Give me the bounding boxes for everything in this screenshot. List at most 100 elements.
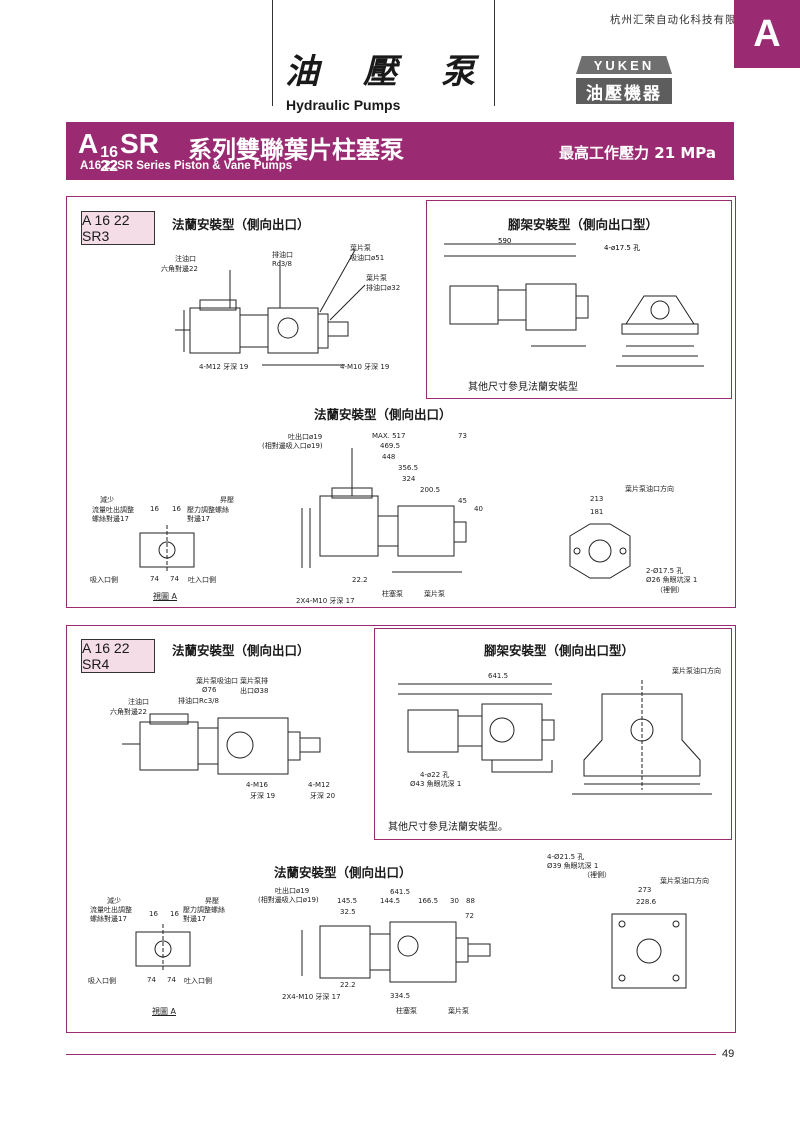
view-label: 吸入口側 [90,576,118,584]
banner-title-en: A16 22SR Series Piston & Vane Pumps [80,160,293,172]
view-label: 昇壓 [205,897,219,905]
callout: 出口Ø38 [240,687,269,695]
flange2-drawing-sr4 [301,921,491,983]
dim-label: 30 [450,897,459,905]
view-label: 減少 [100,496,114,504]
callout: 葉片泵 [350,244,371,252]
flange-face-sr4 [611,913,687,989]
dim-label: （裡側） [656,586,684,594]
dim-label: 葉片泵油口方向 [660,877,709,885]
title-char: 壓 [363,52,397,92]
dim-label: 88 [466,897,475,905]
view-a-label-sr3: 視圖 A [153,592,178,601]
page-title-en: Hydraulic Pumps [286,97,401,113]
view-label: 吐入口側 [184,977,212,985]
dim-label: 72 [465,912,474,920]
foot-title-sr4: 腳架安裝型（側向出口型） [484,643,635,658]
dim-label: 4-ø22 孔 [420,771,450,779]
view-label: 流量吐出調整 [92,506,134,514]
dim-label: 柱塞泵 [396,1007,417,1015]
dim-label: 22.2 [340,981,356,989]
dim-label: 448 [382,453,396,461]
callout: 4-M16 [246,781,268,789]
view-label: 74 [170,575,179,583]
dim-label: 4-Ø21.5 孔 [547,853,585,861]
view-label: 螺絲對邊17 [90,915,127,923]
dim-label: 641.5 [488,672,509,680]
logo-top-text: YUKEN [576,56,672,74]
dim-label: 45 [458,497,467,505]
section-tab: A [734,0,800,68]
foot-mount-panel-sr3 [426,200,732,399]
dim-label: Ø26 魚眼坑深 1 [646,576,698,584]
dim-label: 200.5 [420,486,441,494]
callout: 牙深 19 [250,792,276,800]
dim-label: 2-Ø17.5 孔 [646,567,684,575]
flange-drawing-sr3 [175,249,366,366]
page-number: 49 [722,1048,735,1060]
dim-label: 葉片泵 [448,1007,469,1015]
dim-label: 22.2 [352,576,368,584]
callout: 注油口 [128,698,149,706]
view-label: 螺絲對邊17 [92,515,129,523]
page-title-zh: 油 壓 泵 [285,44,475,93]
dim-label: 吐出口ø19 [288,433,323,441]
view-label: 74 [150,575,159,583]
dim-label: 469.5 [380,442,401,450]
dim-label: 葉片泵油口方向 [625,485,674,493]
view-label: 吸入口側 [88,977,116,985]
footer-line [66,1054,716,1055]
flange2-title-sr4: 法蘭安裝型（側向出口） [274,865,412,880]
foot-note-sr4: 其他尺寸參見法蘭安裝型。 [388,822,508,833]
dim-label: 145.5 [337,897,358,905]
callout: 六角對邊22 [110,708,147,716]
view-label: 16 [170,910,179,918]
dim-label: 2X4-M10 牙深 17 [296,597,355,605]
dim-label: 葉片泵油口方向 [672,667,721,675]
foot-drawing-sr3: 590 4-ø17.5 孔 [444,237,704,367]
view-label: 吐入口側 [188,576,216,584]
dim-label: 334.5 [390,992,411,1000]
max-pressure: 最高工作壓力 21 MPa [559,144,716,162]
dim-label: Ø39 魚眼坑深 1 [547,862,599,870]
dim-label: 166.5 [418,897,439,905]
view-label: 減少 [107,897,121,905]
callout: 葉片泵 [366,274,387,282]
dim-label: 73 [458,432,467,440]
foot-mount-panel-sr4 [374,628,732,840]
dim-label: 2X4-M10 牙深 17 [282,993,341,1001]
dim-label: 40 [474,505,483,513]
company-name: 杭州汇荣自动化科技有限公司 [610,14,760,26]
svg-text:590: 590 [498,237,511,245]
dim-label: 144.5 [380,897,401,905]
flange-title-sr4: 法蘭安裝型（側向出口） [172,643,310,658]
dim-label: 324 [402,475,416,483]
foot-note-sr3: 其他尺寸參見法蘭安裝型 [468,382,578,393]
view-label: 壓力調整螺絲 [187,506,229,514]
callout: 葉片泵吸油口 [196,677,238,685]
section-sr4 [66,625,736,1033]
title-char: 油 [285,52,319,92]
view-label: 74 [147,976,156,984]
dim-label: 葉片泵 [424,590,445,598]
header-divider-right [494,0,495,106]
callout: 注油口 [175,255,196,263]
view-label: 壓力調整螺絲 [183,906,225,914]
callout: 葉片泵排 [240,677,268,685]
callout: 排油口Rc3/8 [178,697,219,705]
dim-label: 32.5 [340,908,356,916]
model-label-sr4: A 16 22 SR4 [81,639,155,673]
view-label: 16 [150,505,159,513]
dim-label: 181 [590,508,604,516]
dim-label: Ø43 魚眼坑深 1 [410,780,462,788]
callout: 吸油口ø51 [350,254,385,262]
flange-title-sr3: 法蘭安裝型（側向出口） [172,217,310,232]
dim-label: 356.5 [398,464,419,472]
dim-label: （裡側） [583,871,611,879]
callout: Ø76 [202,686,217,694]
view-label: 流量吐出調整 [90,906,132,914]
callout: 排油口ø32 [366,284,401,292]
dim-label: 228.6 [636,898,657,906]
